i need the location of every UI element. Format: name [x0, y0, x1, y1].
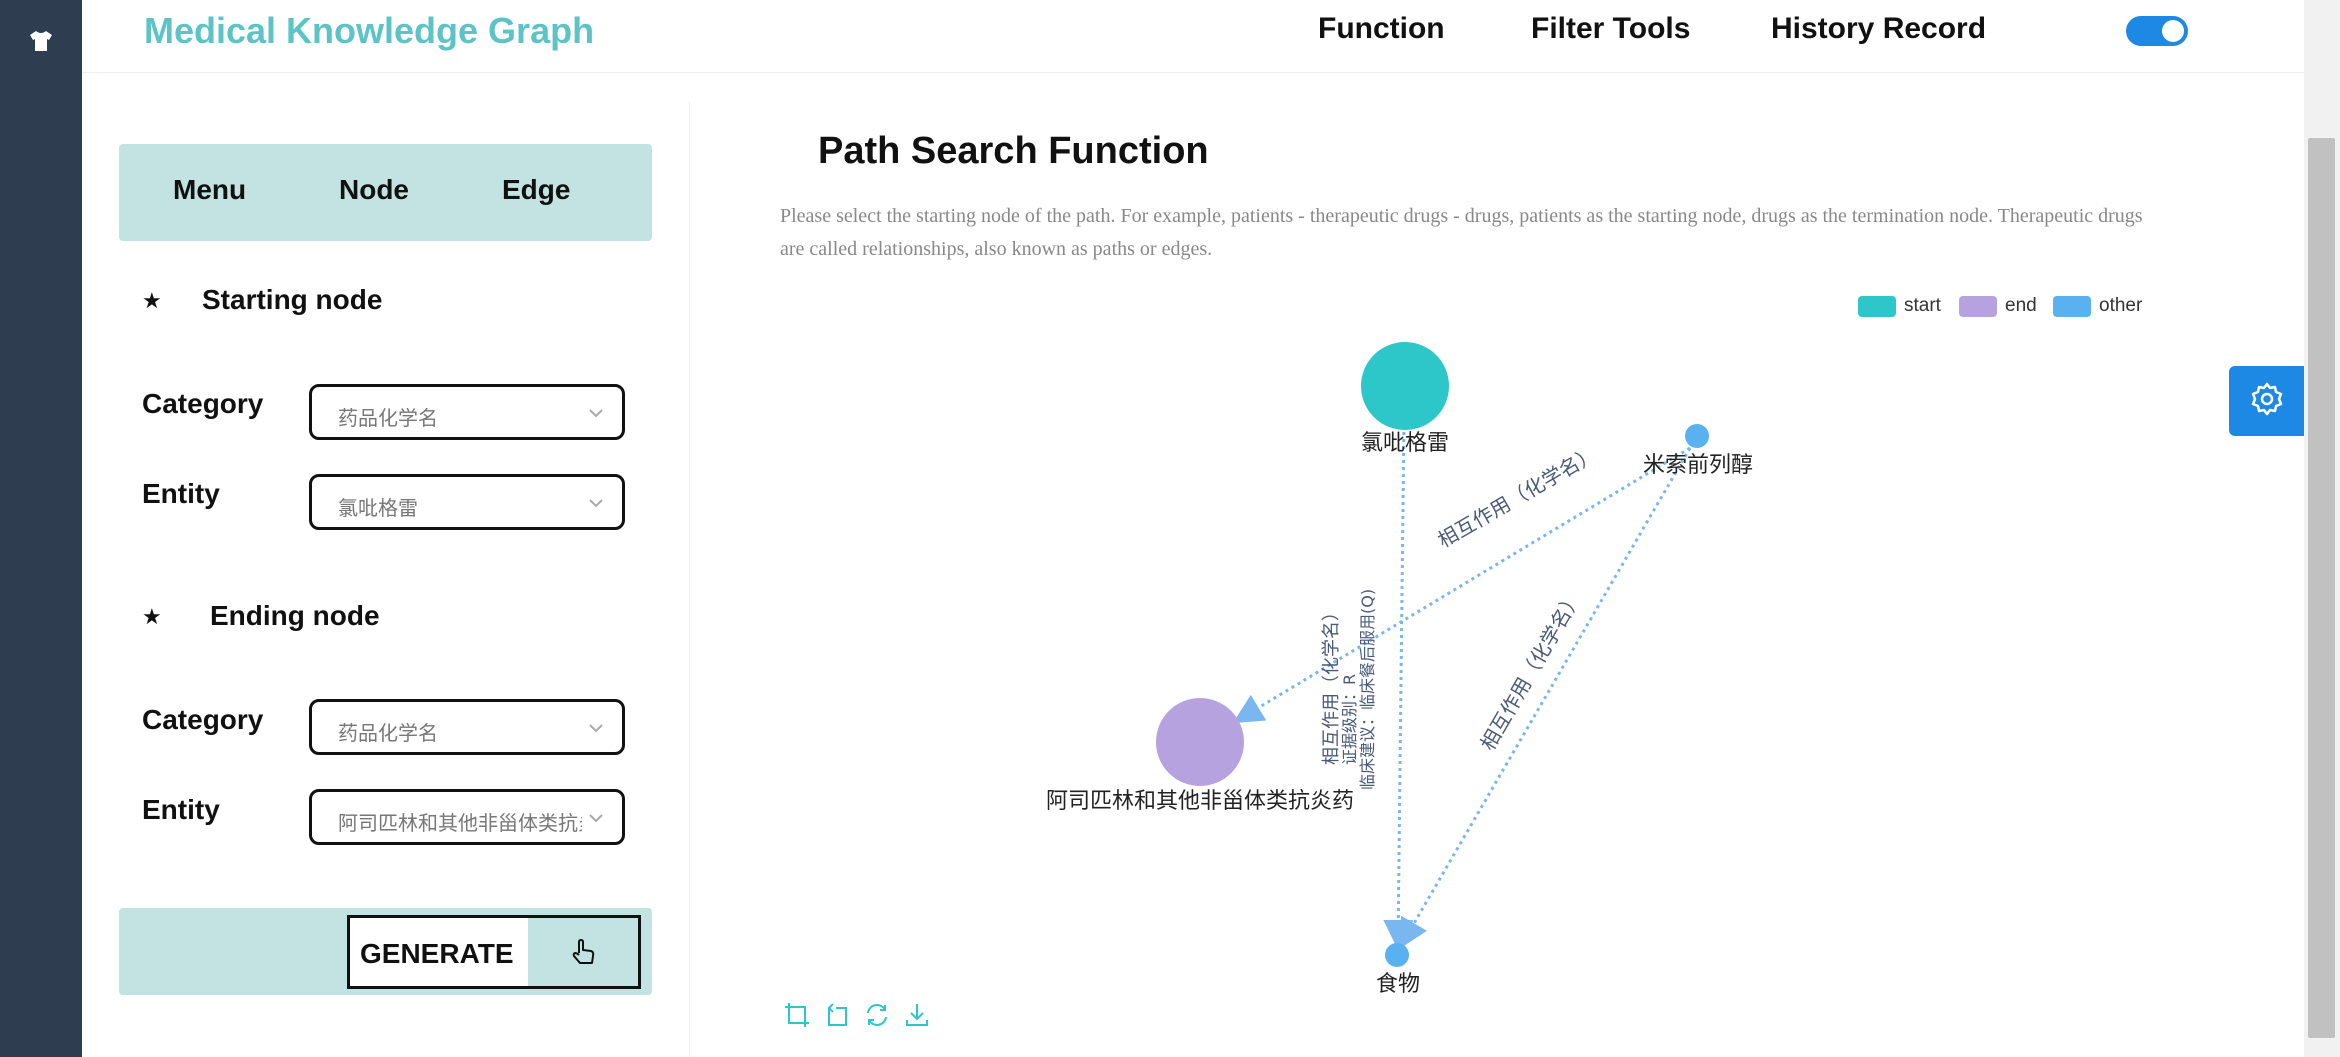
- page-title: Path Search Function: [818, 130, 1209, 172]
- edge-misoprostol-aspirin[interactable]: [1232, 446, 1691, 724]
- save-image-icon[interactable]: [902, 1000, 932, 1030]
- legend-swatch: [2053, 295, 2091, 317]
- legend-item-other[interactable]: other: [2053, 294, 2142, 318]
- node-label: 食物: [1376, 972, 1420, 997]
- node-label: 米索前列醇: [1643, 453, 1753, 478]
- top-bar: Medical Knowledge Graph Function Filter …: [82, 0, 2304, 73]
- start-category-value: 药品化学名: [338, 406, 438, 430]
- scrollbar-thumb[interactable]: [2308, 138, 2335, 1038]
- legend-swatch: [1959, 295, 1997, 317]
- chevron-down-icon: [588, 720, 604, 738]
- star-icon: ★: [142, 604, 162, 629]
- toggle-knob: [2162, 20, 2184, 42]
- start-entity-select[interactable]: 氯吡格雷: [309, 474, 625, 530]
- legend-item-start[interactable]: start: [1858, 294, 1941, 318]
- generate-label: GENERATE: [360, 938, 514, 969]
- edge-label: 相互作用（化学名）: [1476, 587, 1587, 755]
- edge-label-advice: 临床建议：临床餐后服用(Q): [1358, 589, 1377, 790]
- graph-node-end[interactable]: [1156, 698, 1244, 786]
- gear-icon: [2249, 381, 2285, 422]
- edge-misoprostol-food[interactable]: [1398, 447, 1692, 950]
- start-category-select[interactable]: 药品化学名: [309, 384, 625, 440]
- pointer-hand-icon: [528, 918, 638, 986]
- star-icon: ★: [142, 288, 162, 313]
- node-label: 氯吡格雷: [1361, 431, 1449, 456]
- legend-label: start: [1904, 295, 1941, 316]
- end-category-value: 药品化学名: [338, 721, 438, 745]
- node-label: 阿司匹林和其他非甾体类抗炎药: [1046, 789, 1354, 814]
- nav-filter-tools[interactable]: Filter Tools: [1531, 12, 1691, 45]
- page-scrollbar[interactable]: [2304, 0, 2340, 1057]
- tab-menu[interactable]: Menu: [173, 174, 247, 205]
- legend-swatch: [1858, 295, 1896, 317]
- legend-item-end[interactable]: end: [1959, 294, 2037, 318]
- edge-label-evidence: 证据级别：R: [1340, 674, 1359, 765]
- edge-clopidogrel-food[interactable]: [1383, 417, 1414, 950]
- zoom-reset-icon[interactable]: [822, 1000, 852, 1030]
- graph-node-other[interactable]: [1385, 943, 1409, 967]
- generate-bar: GENERATE: [119, 908, 652, 995]
- graph-node-start[interactable]: [1361, 342, 1449, 430]
- tab-node[interactable]: Node: [339, 174, 409, 205]
- end-entity-label: Entity: [142, 794, 220, 825]
- legend-label: end: [2005, 295, 2037, 316]
- ending-node-title: Ending node: [210, 600, 380, 631]
- restore-icon[interactable]: [862, 1000, 892, 1030]
- tab-edge[interactable]: Edge: [502, 174, 571, 205]
- end-category-label: Category: [142, 704, 264, 735]
- chevron-down-icon: [588, 495, 604, 513]
- left-panel: Menu Node Edge ★ Starting node Category …: [82, 102, 690, 1057]
- start-entity-label: Entity: [142, 478, 220, 509]
- page-description: Please select the starting node of the p…: [780, 205, 2143, 260]
- legend-label: other: [2099, 295, 2143, 316]
- end-entity-value: 阿司匹林和其他非甾体类抗炎药: [338, 811, 582, 835]
- nav-history-record[interactable]: History Record: [1771, 12, 1987, 45]
- chevron-down-icon: [588, 405, 604, 423]
- sidebar: [0, 0, 82, 1057]
- shirt-icon[interactable]: [26, 26, 56, 56]
- edge-label: 相互作用（化学名）: [1434, 442, 1602, 553]
- graph-node-other[interactable]: [1685, 424, 1709, 448]
- start-category-label: Category: [142, 388, 264, 419]
- theme-toggle[interactable]: [2126, 16, 2188, 46]
- end-category-select[interactable]: 药品化学名: [309, 699, 625, 755]
- end-entity-select[interactable]: 阿司匹林和其他非甾体类抗炎药: [309, 789, 625, 845]
- edge-label: 相互作用（化学名）: [1321, 603, 1342, 765]
- zoom-select-icon[interactable]: [782, 1000, 812, 1030]
- starting-node-title: Starting node: [202, 284, 383, 315]
- chevron-down-icon: [588, 810, 604, 828]
- start-entity-value: 氯吡格雷: [338, 496, 418, 520]
- generate-button[interactable]: GENERATE: [347, 915, 641, 989]
- nav-function[interactable]: Function: [1318, 12, 1445, 45]
- app-title: Medical Knowledge Graph: [144, 10, 595, 51]
- settings-button[interactable]: [2229, 366, 2304, 436]
- tab-bar: Menu Node Edge: [119, 144, 652, 241]
- graph-toolbox: [782, 1000, 932, 1030]
